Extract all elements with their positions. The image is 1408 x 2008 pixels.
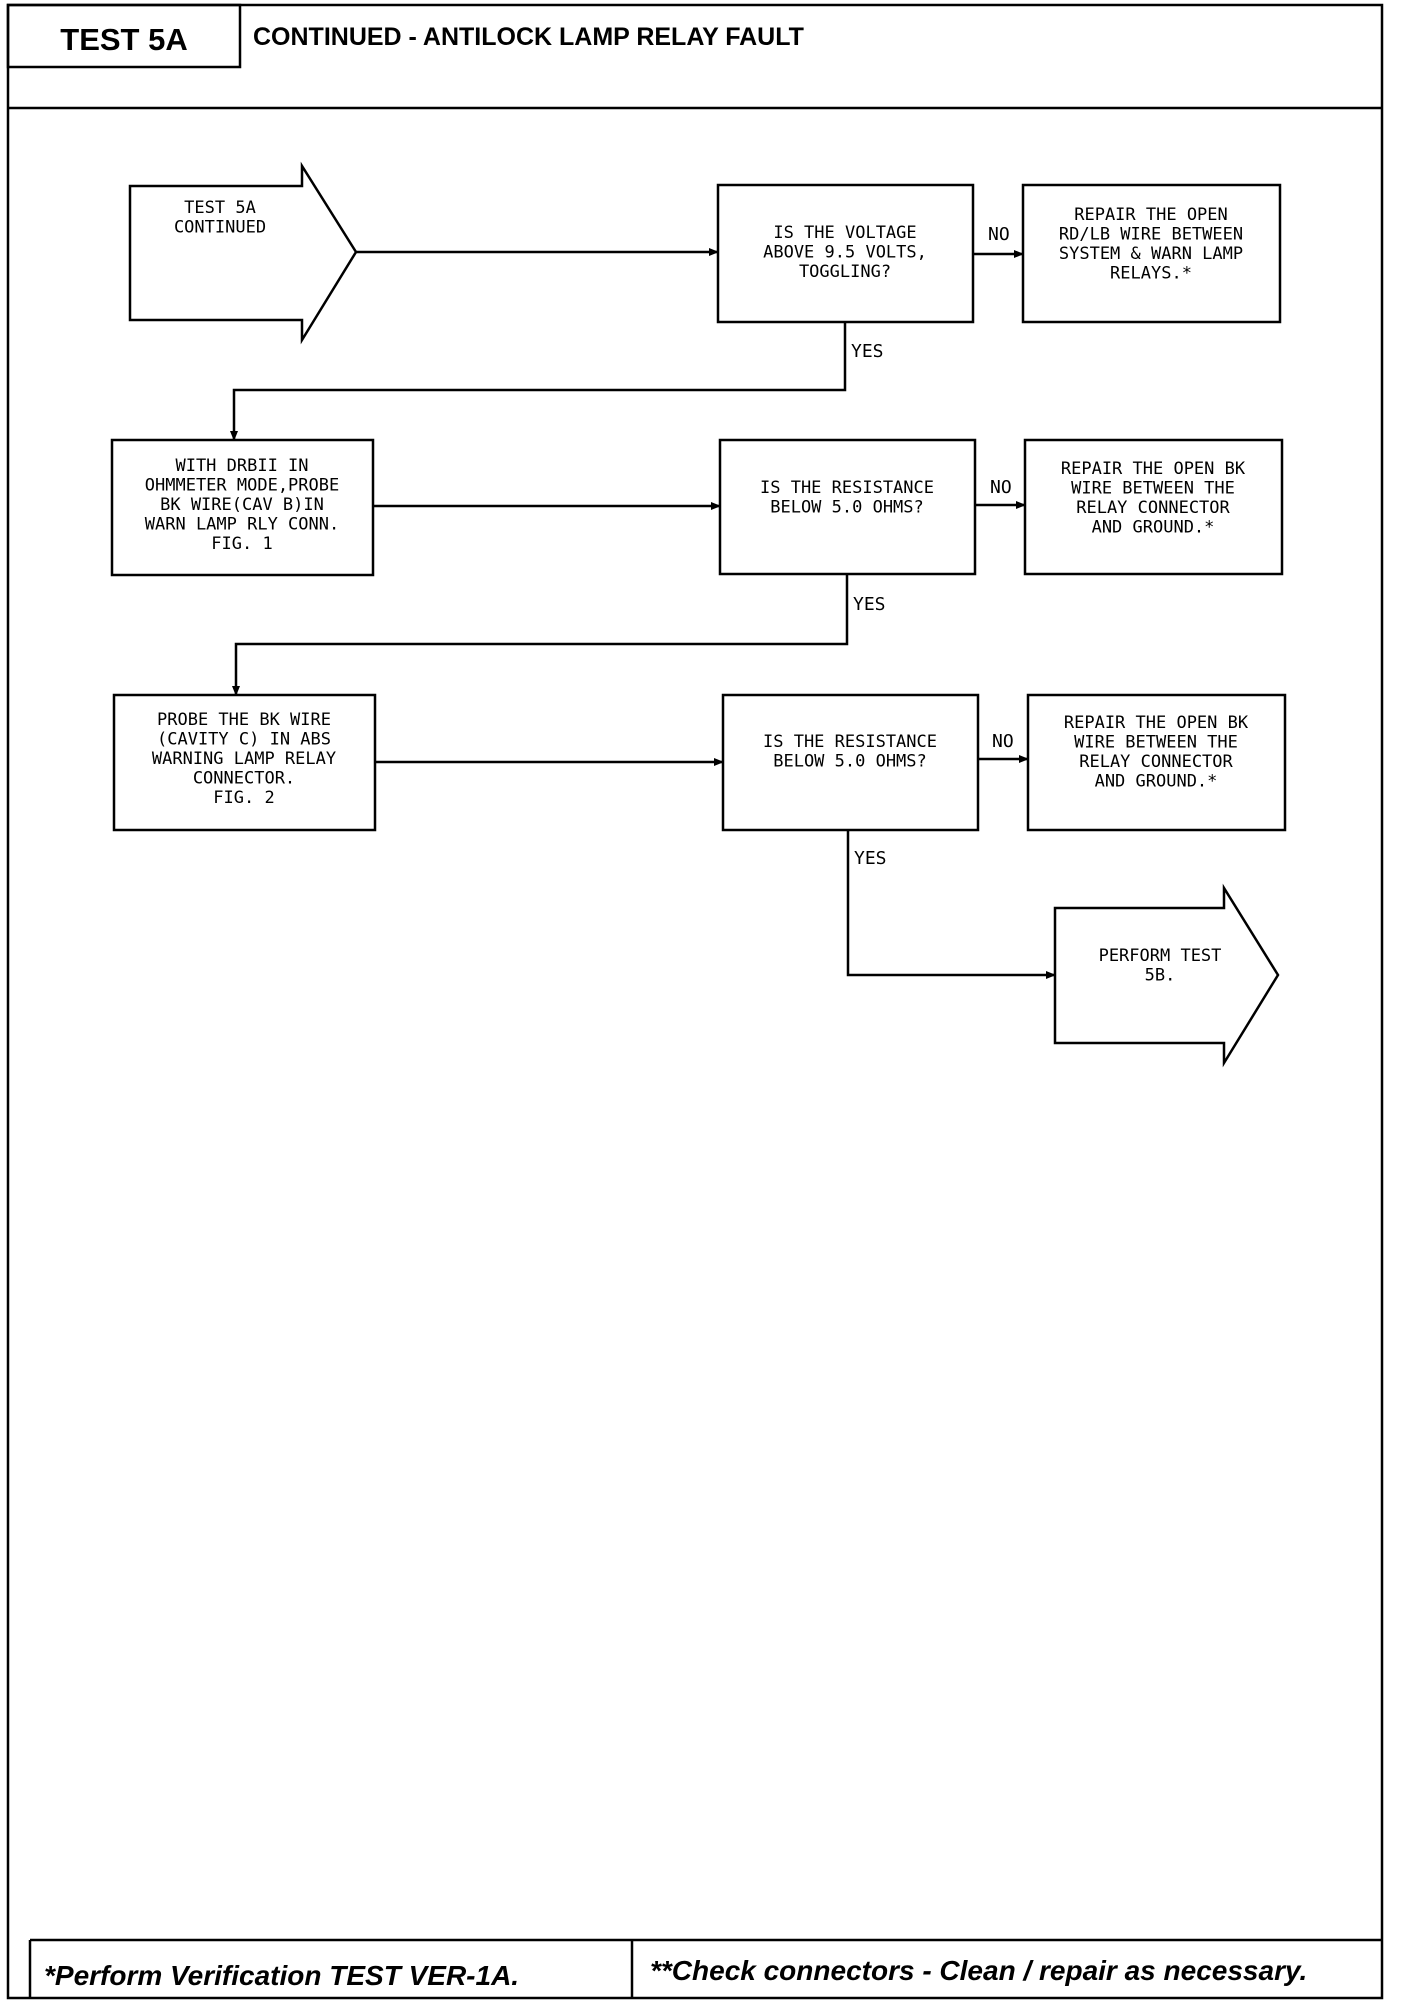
no-label-1: NO [988, 224, 1010, 245]
no-label-2: NO [990, 477, 1012, 498]
repair-bk-1-text-line-4: AND GROUND.* [1092, 518, 1215, 538]
repair-rd-lb-box [1021, 183, 1282, 324]
connector-q2-yes [232, 574, 849, 696]
decision-voltage-box [716, 183, 975, 324]
footer-connector-note: **Check connectors - Clean / repair as n… [650, 1955, 1307, 1986]
decision-voltage-text-line-2: ABOVE 9.5 VOLTS, [763, 243, 927, 263]
step-probe-text-line-3: WARNING LAMP RELAY [152, 749, 336, 769]
perform-test-5b-text-line-2: 5B. [1145, 966, 1176, 986]
step-ohmmeter-text-line-1: WITH DRBII IN [175, 456, 308, 476]
decision-resistance-1-text-line-2: BELOW 5.0 OHMS? [770, 498, 924, 518]
test-label: TEST 5A [60, 22, 187, 57]
repair-bk-2-text-line-3: RELAY CONNECTOR [1079, 752, 1233, 772]
step-probe-text-line-1: PROBE THE BK WIRE [157, 710, 331, 730]
repair-rd-lb-text-line-1: REPAIR THE OPEN [1074, 205, 1228, 225]
repair-bk-1-text-line-1: REPAIR THE OPEN BK [1061, 459, 1246, 479]
step-ohmmeter-box [110, 438, 375, 577]
footer-verification-note: *Perform Verification TEST VER-1A. [44, 1960, 519, 1991]
start-arrow-box [128, 161, 358, 345]
step-ohmmeter-text-line-5: FIG. 1 [211, 534, 272, 554]
step-probe-text: PROBE THE BK WIRE(CAVITY C) IN ABSWARNIN… [152, 710, 336, 808]
yes-label-3: YES [854, 848, 887, 869]
step-probe-text-line-2: (CAVITY C) IN ABS [157, 730, 331, 750]
start-text-line-1: TEST 5A [184, 198, 256, 218]
step-probe-text-line-4: CONNECTOR. [193, 769, 295, 789]
repair-bk-2-text-line-2: WIRE BETWEEN THE [1074, 733, 1238, 753]
repair-bk-1-box [1023, 438, 1284, 576]
decision-resistance-2-box [721, 693, 980, 832]
step-ohmmeter-text-line-4: WARN LAMP RLY CONN. [145, 515, 339, 535]
repair-rd-lb-text-line-3: SYSTEM & WARN LAMP [1059, 244, 1243, 264]
repair-rd-lb-text-line-4: RELAYS.* [1110, 264, 1192, 284]
repair-bk-2-text-line-4: AND GROUND.* [1095, 772, 1218, 792]
no-label-3: NO [992, 731, 1014, 752]
perform-test-5b-text-line-1: PERFORM TEST [1099, 946, 1222, 966]
test-label-box [6, 3, 242, 69]
connector-q3-yes [846, 830, 1056, 979]
decision-resistance-2-text-line-1: IS THE RESISTANCE [763, 732, 937, 752]
decision-voltage-text-line-3: TOGGLING? [799, 262, 891, 282]
step-probe-text-line-5: FIG. 2 [213, 788, 274, 808]
yes-label-2: YES [853, 594, 886, 615]
repair-rd-lb-text-line-2: RD/LB WIRE BETWEEN [1059, 225, 1243, 245]
decision-voltage-text-line-1: IS THE VOLTAGE [773, 223, 916, 243]
connector-q1-yes [230, 322, 847, 441]
decision-resistance-2-text-line-2: BELOW 5.0 OHMS? [773, 752, 927, 772]
repair-bk-2-box [1026, 693, 1287, 832]
step-probe-box [112, 693, 377, 832]
yes-label-1: YES [851, 341, 884, 362]
step-ohmmeter-text-line-3: BK WIRE(CAV B)IN [160, 495, 324, 515]
repair-bk-2-text-line-1: REPAIR THE OPEN BK [1064, 713, 1249, 733]
step-ohmmeter-text-line-2: OHMMETER MODE,PROBE [145, 476, 339, 496]
decision-resistance-1-text-line-1: IS THE RESISTANCE [760, 478, 934, 498]
repair-bk-1-text-line-3: RELAY CONNECTOR [1076, 498, 1230, 518]
start-text-line-2: CONTINUED [174, 218, 266, 238]
page-border [6, 3, 1384, 2000]
decision-resistance-1-box [718, 438, 977, 576]
page-title: CONTINUED - ANTILOCK LAMP RELAY FAULT [253, 23, 804, 51]
repair-bk-1-text-line-2: WIRE BETWEEN THE [1071, 479, 1235, 499]
perform-test-5b-arrow [1053, 883, 1280, 1068]
